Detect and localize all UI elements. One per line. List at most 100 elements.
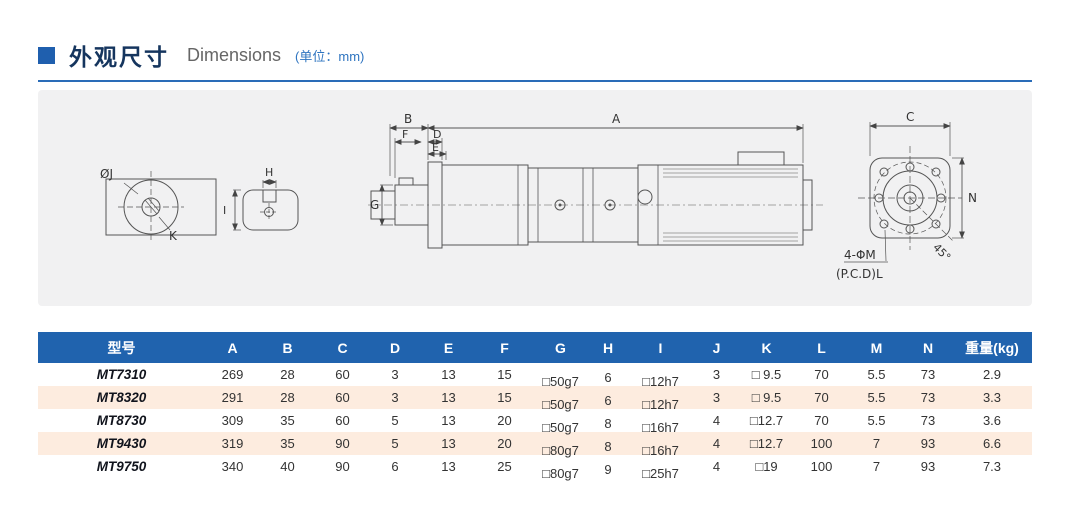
value-cell: 7 [849, 432, 904, 455]
value-cell: 6 [589, 386, 627, 409]
column-header: C [315, 332, 370, 363]
value-text: □50g7 [542, 397, 579, 412]
value-cell: 40 [260, 455, 315, 478]
value-text: 3 [391, 390, 399, 405]
value-cell: □16h7 [627, 432, 694, 458]
dim-label-n: N [968, 191, 977, 205]
value-cell: 4 [694, 455, 739, 478]
value-cell: 13 [420, 409, 477, 432]
column-header: M [849, 332, 904, 363]
value-cell: 8 [589, 409, 627, 432]
value-text: 3 [712, 390, 721, 405]
value-text: □19 [755, 459, 778, 474]
value-cell: 93 [904, 432, 952, 455]
value-cell: 25 [477, 455, 532, 478]
value-text: □25h7 [642, 466, 679, 481]
column-header: H [589, 332, 627, 363]
value-cell: 20 [477, 409, 532, 432]
dim-label-a: A [612, 112, 621, 126]
value-cell: 6 [589, 363, 627, 386]
dim-label-f: F [402, 128, 408, 141]
value-cell: 90 [315, 432, 370, 455]
value-cell: 15 [477, 363, 532, 386]
value-text: 13 [441, 413, 456, 428]
section-title-en: Dimensions [187, 44, 282, 65]
value-text: 2.9 [982, 367, 1002, 382]
value-text: 5 [391, 436, 399, 451]
value-cell: 3 [370, 386, 420, 409]
value-cell: 5.5 [849, 409, 904, 432]
value-text: 25 [497, 459, 512, 474]
value-text: □12h7 [642, 397, 679, 412]
value-text: 35 [280, 413, 295, 428]
value-cell: 2.9 [952, 363, 1032, 386]
value-cell: 6.6 [952, 432, 1032, 455]
value-text: 100 [810, 459, 833, 474]
value-text: 13 [441, 459, 456, 474]
column-header: K [739, 332, 794, 363]
value-cell: 13 [420, 363, 477, 386]
value-text: 4 [712, 436, 721, 451]
value-cell: 309 [205, 409, 260, 432]
value-text: 35 [280, 436, 295, 451]
dim-label-i: I [223, 204, 226, 217]
value-cell: 3.6 [952, 409, 1032, 432]
dim-label-4phim: 4-ΦM [844, 248, 876, 262]
spec-page: 外观尺寸 Dimensions (单位：mm) Ø [38, 44, 1032, 481]
value-text: 3.6 [982, 413, 1002, 428]
value-text: 6 [604, 370, 612, 385]
value-text: 15 [497, 390, 512, 405]
column-header: A [205, 332, 260, 363]
value-cell: □ 9.5 [739, 386, 794, 409]
value-text: 70 [814, 413, 829, 428]
dim-label-h: H [265, 166, 273, 179]
value-text: 90 [335, 459, 350, 474]
value-cell: 4 [694, 409, 739, 432]
value-text: 73 [920, 413, 936, 428]
value-text: □80g7 [542, 443, 579, 458]
value-cell: 4 [694, 432, 739, 455]
value-text: 291 [221, 390, 244, 405]
value-text: □16h7 [642, 420, 679, 435]
value-cell: 7 [849, 455, 904, 478]
column-header: 重量(kg) [952, 332, 1032, 363]
value-cell: 3 [370, 363, 420, 386]
value-cell: 5.5 [849, 363, 904, 386]
dim-label-c: C [906, 110, 914, 124]
value-text: □80g7 [542, 466, 579, 481]
value-cell: 291 [205, 386, 260, 409]
value-text: 8 [604, 416, 612, 431]
value-text: 6 [604, 393, 612, 408]
value-cell: 5 [370, 409, 420, 432]
value-text: 7 [872, 459, 881, 474]
value-text: 5.5 [867, 413, 886, 428]
value-text: □16h7 [642, 443, 679, 458]
value-cell: 100 [794, 432, 849, 455]
value-cell: 73 [904, 363, 952, 386]
value-cell: □16h7 [627, 409, 694, 435]
column-header: G [532, 332, 589, 363]
value-cell: 9 [589, 455, 627, 478]
value-cell: □12h7 [627, 363, 694, 389]
value-text: 40 [280, 459, 295, 474]
value-text: 319 [221, 436, 244, 451]
value-text: 13 [441, 390, 456, 405]
column-header: E [420, 332, 477, 363]
dimensions-drawing: ØJ K H I [100, 110, 977, 281]
value-text: □12.7 [749, 436, 784, 451]
dim-label-pcd: (P.C.D)L [836, 267, 883, 281]
value-cell: 35 [260, 432, 315, 455]
value-text: 15 [497, 367, 512, 382]
value-cell: 60 [315, 363, 370, 386]
value-cell: 3 [694, 363, 739, 386]
value-text: 28 [280, 367, 295, 382]
value-text: 5.5 [867, 367, 886, 382]
value-cell: 6 [370, 455, 420, 478]
value-text: 5 [391, 413, 399, 428]
value-text: 6.6 [982, 436, 1002, 451]
value-text: 3 [391, 367, 399, 382]
value-text: 93 [920, 436, 936, 451]
